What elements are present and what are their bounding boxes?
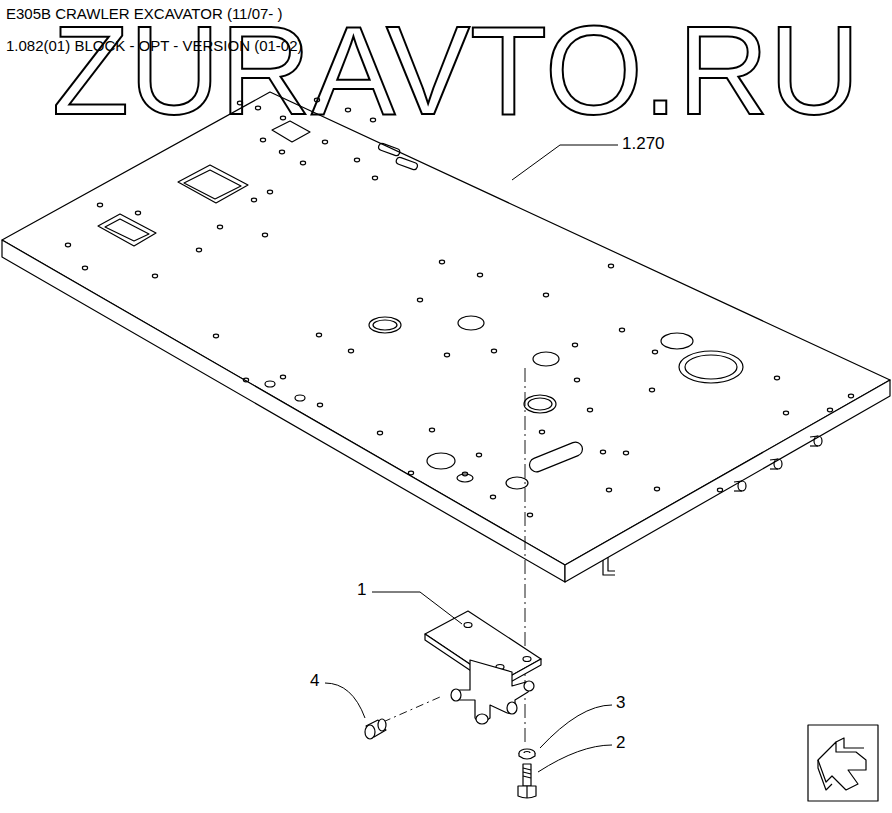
callout-number: 3 <box>614 694 627 713</box>
bolt-hole <box>267 190 272 194</box>
cutouts <box>98 121 743 489</box>
bolt-hole <box>539 430 544 434</box>
plate-side <box>565 380 890 582</box>
bolt-hole <box>135 211 140 215</box>
bolt-hole <box>608 264 613 268</box>
bolt-hole <box>654 487 659 491</box>
watermark: ZURAVTO.RU <box>52 2 860 141</box>
bolt-hole <box>649 388 654 392</box>
bolt-hole <box>152 274 157 278</box>
bolt-hole <box>417 298 422 302</box>
callout-number: 2 <box>614 734 627 753</box>
nav-icon <box>808 725 878 801</box>
bolt-hole <box>317 403 322 407</box>
bolt-hole <box>243 378 248 382</box>
bolt-holes <box>65 98 853 517</box>
bolt-hole <box>827 408 832 412</box>
bolt-hole <box>572 343 577 347</box>
bolt-hole <box>82 266 87 270</box>
bolt-hole <box>527 513 532 517</box>
plate-front <box>2 240 565 582</box>
bolt-hole <box>372 176 377 180</box>
washer <box>519 749 535 759</box>
bolt-hole <box>65 243 70 247</box>
bolt-hole <box>543 293 548 297</box>
bolt-hole <box>217 225 222 229</box>
bolt-hole <box>774 376 779 380</box>
bolt-hole <box>354 158 359 162</box>
bolt-hole <box>262 233 267 237</box>
bolt-hole <box>491 349 496 353</box>
bolt-hole <box>783 411 788 415</box>
part-reference: 1.270 <box>620 135 667 154</box>
bolt-hole <box>606 488 611 492</box>
diagram-title: E305B CRAWLER EXCAVATOR (11/07- ) <box>6 6 282 23</box>
bolt-hole <box>300 161 305 165</box>
bolt-hole <box>429 428 434 432</box>
callout-number: 4 <box>308 672 321 691</box>
bolt-hole <box>490 495 495 499</box>
edge-pins <box>603 436 822 575</box>
bolt-hole <box>377 431 382 435</box>
bolt-hole <box>652 350 657 354</box>
bolt-hole <box>213 334 218 338</box>
bolt-hole <box>848 394 853 398</box>
bolt-hole <box>322 140 327 144</box>
bolt-hole <box>587 408 592 412</box>
callout-number: 1 <box>355 581 368 600</box>
bolt-hole <box>477 273 482 277</box>
bolt <box>518 764 536 798</box>
bolt-hole <box>619 328 624 332</box>
plug <box>365 719 386 739</box>
bolt-hole <box>462 472 467 476</box>
bolt-hole <box>348 349 353 353</box>
bolt-hole <box>574 378 579 382</box>
bolt-hole <box>444 353 449 357</box>
bolt-hole <box>408 471 413 475</box>
leader-line <box>325 145 618 772</box>
bolt-hole <box>439 260 444 264</box>
bolt-hole <box>717 488 722 492</box>
block-part <box>425 611 541 724</box>
bolt-hole <box>600 450 605 454</box>
bolt-hole <box>279 150 284 154</box>
section-heading: 1.082(01) BLOCK - OPT - VERSION (01-02) <box>6 38 303 55</box>
bolt-hole <box>476 453 481 457</box>
bolt-hole <box>316 333 321 337</box>
bolt-hole <box>280 375 285 379</box>
bolt-hole <box>251 198 256 202</box>
bolt-hole <box>97 203 102 207</box>
bolt-hole <box>623 451 628 455</box>
bolt-hole <box>196 248 201 252</box>
center-line <box>383 697 440 722</box>
